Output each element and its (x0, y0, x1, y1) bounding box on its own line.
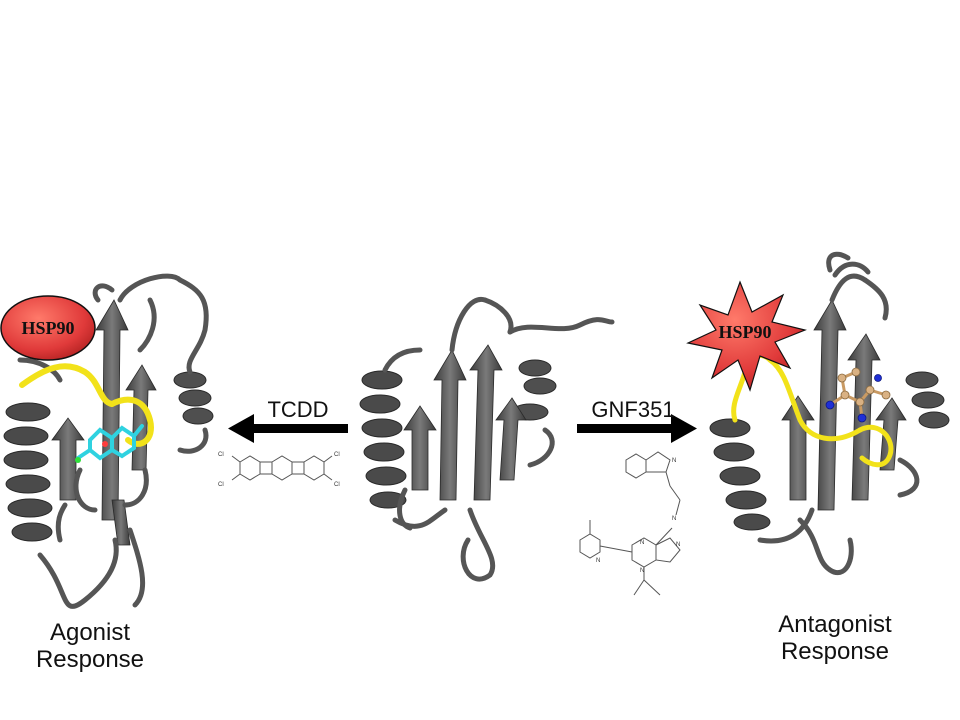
agonist-response-line2: Response (35, 645, 145, 673)
tcdd-atom-labels: Cl Cl Cl Cl (218, 452, 340, 488)
left-side-helix (173, 371, 214, 425)
right-arrow (577, 414, 697, 443)
tcdd-cl-3: Cl (334, 452, 340, 458)
gnf351-n-4: N (640, 540, 644, 546)
center-loops (382, 296, 615, 582)
center-protein-structure (359, 296, 615, 582)
antagonist-response-line2: Response (780, 637, 890, 665)
tcdd-arrow-label: TCDD (267, 397, 329, 422)
gnf351-n-3: N (596, 558, 600, 564)
right-helix (709, 418, 771, 531)
left-loops (17, 273, 209, 609)
tcdd-cl-4: Cl (334, 482, 340, 488)
gnf351-n-1: N (672, 458, 676, 464)
left-protein-structure: HSP90 (0, 273, 214, 609)
right-hsp90-burst: HSP90 (686, 280, 807, 392)
left-ligand-tcdd (75, 424, 144, 463)
center-helix (359, 370, 407, 509)
agonist-response-label: Agonist Response (10, 619, 170, 674)
gnf351-chemical-structure (579, 451, 681, 596)
right-hsp90-label: HSP90 (718, 322, 771, 342)
center-side-helix (511, 359, 557, 421)
gnf351-n-5: N (676, 542, 680, 548)
tcdd-chemical-structure (231, 455, 333, 481)
right-protein-structure: HSP90 (686, 251, 950, 575)
gnf351-n-2: N (672, 516, 676, 522)
tcdd-cl-2: Cl (218, 482, 224, 488)
gnf351-n-6: N (640, 568, 644, 574)
agonist-response-line1: Agonist (49, 619, 131, 646)
tcdd-cl-1: Cl (218, 452, 224, 458)
antagonist-response-label: Antagonist Response (755, 611, 915, 666)
gnf351-arrow-label: GNF351 (591, 397, 675, 422)
right-ligand-gnf351 (825, 367, 891, 423)
antagonist-response-line1: Antagonist (778, 611, 892, 638)
gnf351-atom-labels: N N N N N N (596, 458, 680, 574)
right-side-helix (905, 371, 950, 429)
center-beta-sheet (403, 344, 527, 501)
right-loops (757, 251, 920, 575)
left-hsp90-label: HSP90 (21, 318, 74, 338)
left-arrow (228, 414, 348, 443)
left-hsp90-ellipse: HSP90 (0, 295, 96, 361)
left-helix (3, 402, 53, 542)
left-yellow-loop (19, 363, 154, 447)
